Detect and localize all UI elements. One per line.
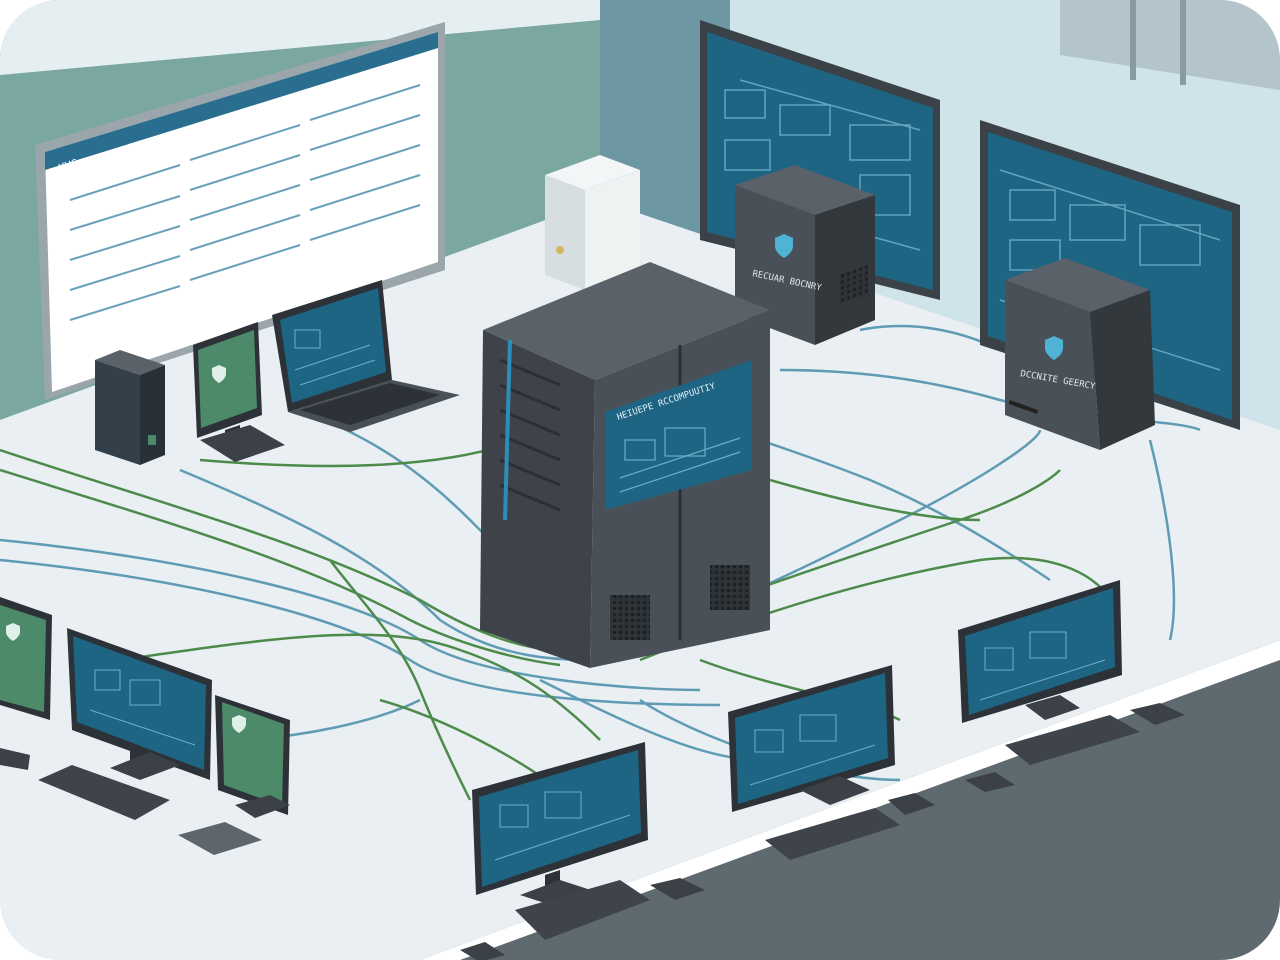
monitor-front-right-1[interactable] — [728, 665, 935, 860]
shield-icon — [775, 234, 793, 258]
wall-screen-left-label: KVS — [57, 157, 80, 175]
monitor-front-center[interactable] — [460, 742, 705, 960]
server-tower-right-front: DCCNITE GEERCY — [1005, 258, 1155, 450]
monitor-front-1[interactable] — [38, 628, 212, 820]
white-pc-tower — [545, 155, 640, 290]
shield-icon — [1045, 336, 1063, 360]
monitor-front-left-edge[interactable] — [0, 597, 52, 770]
shield-icon — [212, 365, 226, 383]
monitor-front-green[interactable] — [178, 695, 290, 855]
shield-icon — [6, 623, 20, 641]
main-server-rack[interactable]: HEIUEPE RCCOMPUUTIY — [480, 262, 770, 668]
monitor-green-back[interactable] — [193, 322, 285, 462]
laptop[interactable] — [272, 280, 460, 432]
shield-icon — [232, 715, 246, 733]
wall-screen-left: KVS — [35, 22, 445, 400]
monitor-front-right-2[interactable] — [958, 580, 1185, 792]
pc-tower-left — [95, 350, 165, 465]
